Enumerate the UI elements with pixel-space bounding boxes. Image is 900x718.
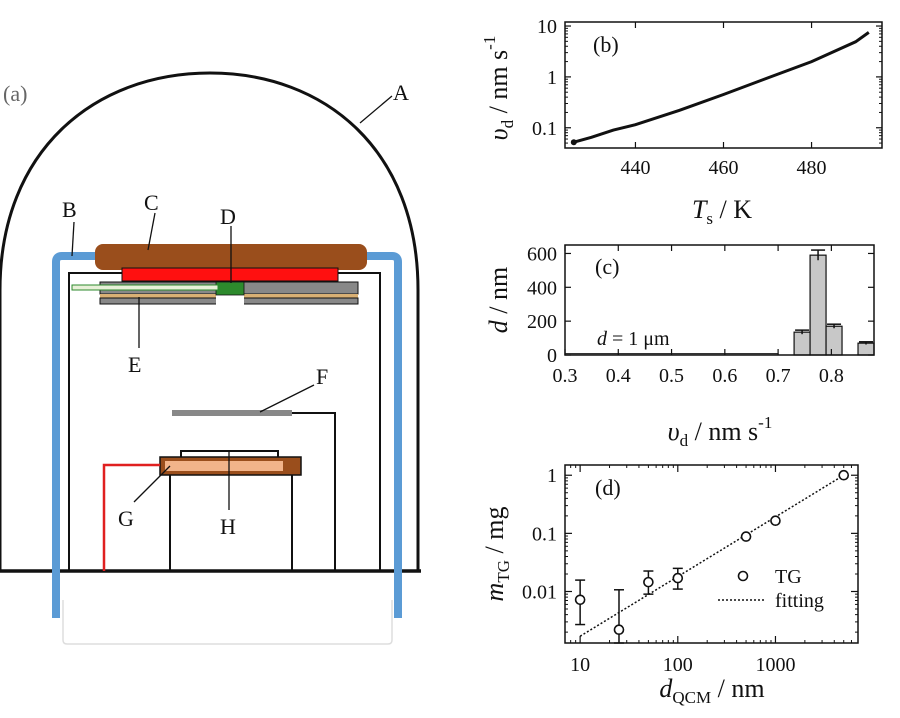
y-tick-label: 600 [527,243,557,265]
crucible-inner [165,461,283,471]
legend-label-fitting: fitting [775,590,824,612]
legend-label-tg: TG [775,566,802,588]
y-tick-label: 0.01 [522,581,557,603]
y-tick-label: 10 [537,16,557,38]
leader-lines [71,95,393,510]
histogram-bar [809,254,827,356]
annotation-text: = 1 μm [607,328,670,350]
chart-panel-b: 440 460 480 0.1 1 10 (b) Ts / K υd / nm s-1 [480,16,883,228]
substrate-wire [292,412,336,571]
label-A: A [393,80,409,105]
y-axis-label-c: d / nm [484,267,513,333]
label-H: H [220,514,236,539]
y-axis-label-b: υd / nm s-1 [480,36,517,141]
panel-a-label: (a) [3,81,27,106]
x-axis-label-c: υd / nm s-1 [668,413,773,450]
x-label-var: υ [668,417,680,446]
tg-data-point [838,469,850,481]
tg-data-point [770,515,781,527]
annotation-thickness: d = 1 μm [597,328,670,350]
chart-panel-c: 0.3 0.4 0.5 0.6 0.7 0.8 0 200 400 600 (c) d = 1 μm υ… [484,243,875,450]
tg-data-point [643,576,654,588]
bell-jar [0,71,420,570]
x-tick-label: 0.4 [606,365,631,387]
y-tick-label: 0.1 [532,523,557,545]
y-tick-label: 0 [547,345,557,367]
heater-wire [102,463,160,571]
series-start-point [570,139,577,146]
x-tick-label: 10 [570,654,590,676]
label-E: E [128,352,141,377]
y-label-var: m [480,583,509,602]
panel-d-label: (d) [595,475,621,500]
x-label-unit: / K [713,195,752,224]
tg-data-point [672,572,684,584]
x-tick-label: 100 [663,654,693,676]
label-F: F [316,364,328,389]
x-axis-label-d: dQCM / nm [659,674,764,707]
x-tick-label: 0.6 [712,365,737,387]
plot-frame-c [564,244,875,356]
x-tick-label: 0.5 [659,365,684,387]
y-axis-label-d: mTG / mg [480,507,513,602]
heater-red-plate [121,267,339,282]
series-line-vd [573,31,870,144]
x-tick-label: 0.8 [819,365,844,387]
fitting-line [579,474,845,637]
y-tick-label: 1 [547,465,557,487]
label-G: G [118,506,134,531]
y-label-unit: / mg [480,507,509,560]
y-tick-label: 400 [527,277,557,299]
y-label-exp: -1 [480,36,499,50]
crucible-support [169,475,293,571]
tg-data-point [574,594,586,606]
label-D: D [220,204,236,229]
sensor-rod [71,284,219,291]
histogram-bar [793,331,811,356]
tg-data-point [740,531,752,542]
x-label-exp: -1 [758,413,772,432]
y-tick-label: 0.1 [532,118,557,140]
y-label-sub: TG [494,560,513,583]
panel-b-label: (b) [593,32,619,57]
blue-shield [52,252,402,618]
plot-frame-d [564,464,859,644]
x-label-sub: s [706,209,713,228]
y-label-unit: / nm [484,267,513,320]
x-label-sub: d [680,431,689,450]
x-tick-label: 0.7 [766,365,791,387]
y-tick-label: 200 [527,311,557,333]
stage-window [216,294,244,306]
y-label-var: d [484,319,513,333]
x-tick-label: 440 [620,157,650,179]
qcm-sensor [215,281,245,296]
apparatus-diagram: (a) A B C D E F G H [0,71,421,645]
x-label-var: d [659,674,673,703]
x-label-sub: QCM [672,688,711,707]
x-label-unit: / nm [711,674,764,703]
label-B: B [62,197,77,222]
lower-outline [62,600,393,645]
x-tick-label: 0.3 [553,365,578,387]
x-axis-label-b: Ts / K [692,195,752,228]
histogram-bar [857,342,875,356]
label-C: C [144,190,159,215]
annotation-var: d [597,328,608,350]
x-label-unit: / nm s [688,417,758,446]
panel-c-label: (c) [595,254,619,279]
y-label-var: υ [484,128,513,140]
histogram-bar [825,325,843,356]
x-tick-label: 480 [797,157,827,179]
y-label-unit: / nm s [484,50,513,120]
x-label-var: T [692,195,708,224]
y-tick-label: 1 [547,67,557,89]
tg-data-point [613,624,625,636]
x-tick-label: 460 [709,157,739,179]
legend-marker-tg [737,570,749,582]
y-label-sub: d [498,119,517,128]
x-tick-label: 1000 [755,654,795,676]
